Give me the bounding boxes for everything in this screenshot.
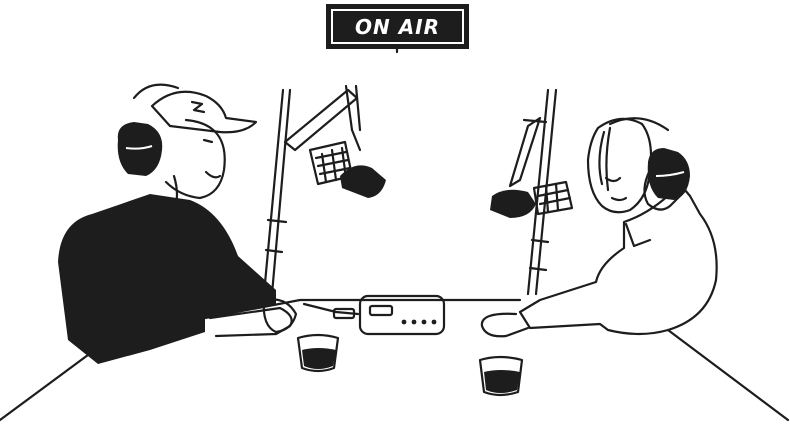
left-host-sweater bbox=[58, 194, 276, 364]
audio-jack bbox=[332, 307, 356, 320]
on-air-label: ON AIR bbox=[354, 14, 441, 39]
left-host-mouth bbox=[204, 170, 222, 179]
recorder-display bbox=[368, 304, 394, 317]
right-host-mouth bbox=[610, 196, 628, 202]
cables bbox=[302, 302, 360, 320]
right-host-arm-to-headphone bbox=[643, 168, 686, 211]
right-host-hair bbox=[598, 126, 612, 192]
left-microphone bbox=[308, 140, 386, 198]
table-edge-back bbox=[203, 298, 522, 320]
left-host bbox=[58, 83, 298, 364]
right-host bbox=[480, 117, 718, 338]
on-air-sign-frame: ON AIR bbox=[331, 9, 464, 44]
right-mic-head bbox=[490, 189, 536, 218]
left-mic-stand bbox=[262, 84, 362, 296]
table-edge-right bbox=[666, 328, 790, 422]
right-microphone bbox=[490, 180, 574, 218]
right-host-head bbox=[586, 117, 653, 214]
right-headphone-band bbox=[608, 117, 670, 132]
cap-logo bbox=[190, 100, 206, 114]
table bbox=[0, 298, 790, 422]
audio-recorder bbox=[358, 294, 446, 336]
left-host-cap bbox=[150, 90, 258, 134]
left-cup bbox=[296, 333, 340, 373]
right-host-eye bbox=[604, 176, 622, 183]
right-host-hand bbox=[480, 312, 530, 338]
left-cup-liquid bbox=[302, 348, 336, 369]
right-host-collar bbox=[624, 222, 652, 248]
left-headphone-band bbox=[132, 83, 180, 100]
right-cup bbox=[478, 355, 524, 397]
left-host-neck bbox=[172, 174, 179, 212]
left-host-hand bbox=[262, 298, 298, 334]
table-edge-left bbox=[0, 350, 94, 422]
right-host-sweater bbox=[518, 182, 718, 336]
right-cup-liquid bbox=[484, 370, 520, 393]
right-host-headphones-icon bbox=[647, 148, 690, 200]
on-air-sign: ON AIR bbox=[326, 4, 469, 49]
left-mic-head bbox=[340, 165, 386, 198]
left-host-eye bbox=[202, 138, 214, 144]
